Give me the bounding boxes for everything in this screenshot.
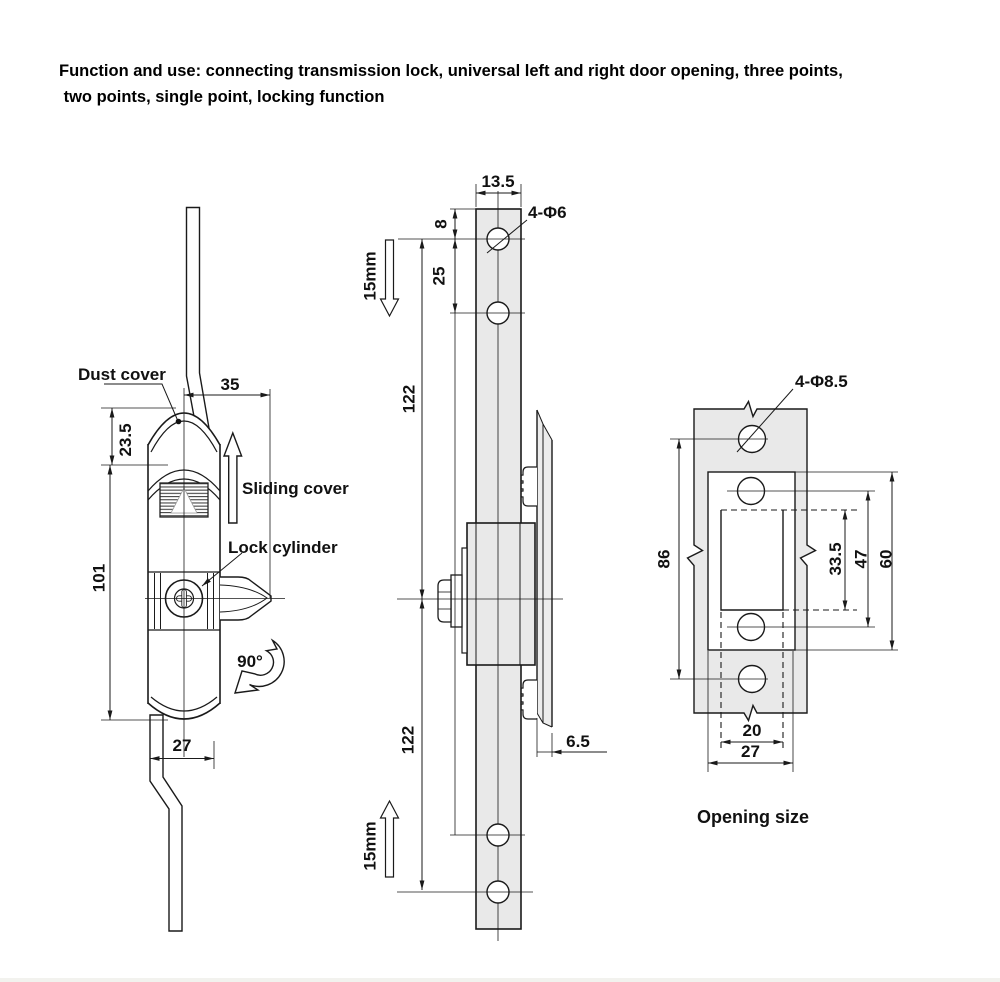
label-dust-cover: Dust cover — [78, 365, 166, 384]
rotation-arrow — [233, 638, 285, 694]
cylinder-neck — [450, 574, 463, 628]
travel-arrow-down — [379, 239, 400, 318]
middle-view-side: 13.5 4-Φ6 8 25 122 122 15mm 15mm 6.5 — [361, 172, 607, 941]
dim-35: 35 — [221, 375, 240, 394]
callout-4-phi6: 4-Φ6 — [528, 203, 567, 222]
caption-opening-size: Opening size — [697, 807, 809, 827]
cutout-rect — [720, 510, 784, 611]
travel-arrow-up — [379, 799, 400, 878]
travel-15mm-top: 15mm — [361, 251, 380, 300]
dim-86: 86 — [655, 550, 674, 569]
dim-122-lower: 122 — [399, 726, 418, 754]
label-sliding-cover: Sliding cover — [242, 479, 349, 498]
dim-90deg: 90° — [237, 652, 263, 671]
dim-6-5: 6.5 — [566, 732, 590, 751]
lock-cylinder-leader — [201, 552, 243, 587]
dim-101: 101 — [90, 564, 109, 592]
left-view-lock-body: Dust cover Sliding cover Lock cylinder 3… — [78, 206, 349, 932]
dim-13-5: 13.5 — [481, 172, 514, 191]
function-description: Function and use: connecting transmissio… — [59, 62, 843, 106]
dust-cover-dot — [175, 418, 182, 425]
dim-47: 47 — [852, 550, 871, 569]
dim-20: 20 — [743, 721, 762, 740]
travel-15mm-bottom: 15mm — [361, 821, 380, 870]
callout-4-phi8-5: 4-Φ8.5 — [795, 372, 848, 391]
dim-122-upper: 122 — [400, 385, 419, 413]
dim-25: 25 — [430, 267, 449, 286]
lock-body-block — [466, 522, 536, 666]
dim-33-5: 33.5 — [826, 542, 845, 575]
dim-60: 60 — [877, 550, 896, 569]
right-view-opening: 4-Φ8.5 86 33.5 47 60 20 27 Opening size — [655, 372, 898, 827]
hole-callout-leader — [486, 219, 528, 254]
body-flange — [461, 547, 468, 654]
dust-cover-leader — [104, 383, 178, 421]
footer-divider-bar — [0, 978, 1000, 982]
bottom-rod — [149, 714, 183, 932]
dim-27-left: 27 — [173, 736, 192, 755]
mount-plate-side — [537, 410, 552, 727]
cylinder-nut — [437, 579, 452, 623]
top-rod — [185, 206, 210, 431]
dim-27-right: 27 — [741, 742, 760, 761]
label-lock-cylinder: Lock cylinder — [228, 538, 338, 557]
slide-up-arrow — [222, 431, 243, 524]
dim-8: 8 — [432, 219, 451, 228]
hole-callout-leader — [736, 388, 794, 453]
dim-23-5: 23.5 — [116, 423, 135, 456]
